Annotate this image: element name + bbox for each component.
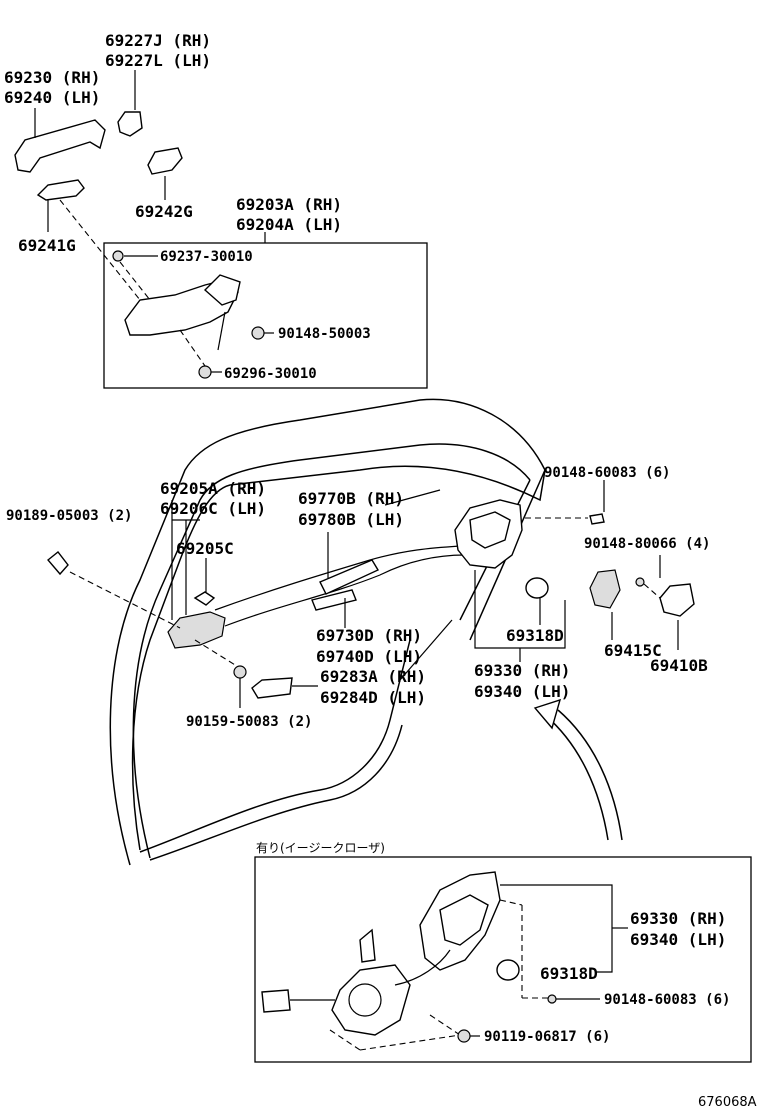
bushing (46, 551, 69, 576)
handle-pad (147, 147, 183, 175)
label-69340-inset-lh: 69340 (LH) (630, 930, 726, 949)
label-69296: 69296-30010 (224, 366, 317, 382)
detail-arrow (533, 698, 623, 841)
cover-bracket (251, 677, 293, 699)
closer-seal-ring (496, 959, 520, 981)
label-90148-60083-top: 90148-60083 (6) (544, 465, 670, 481)
label-69284-lh: 69284D (LH) (320, 688, 426, 707)
label-69770-rh: 69770B (RH) (298, 489, 404, 508)
inside-handle (167, 611, 226, 649)
label-90119: 90119-06817 (6) (484, 1029, 610, 1045)
label-69230-rh: 69230 (RH) (4, 68, 100, 87)
label-69410: 69410B (650, 656, 708, 675)
label-69241: 69241G (18, 236, 76, 255)
striker-group (589, 555, 695, 650)
easy-closer-assembly (261, 871, 628, 1051)
outside-handle-group (14, 70, 183, 301)
label-69330-top-rh: 69330 (RH) (474, 661, 570, 680)
label-69340-top-lh: 69340 (LH) (474, 682, 570, 701)
screw (589, 513, 605, 525)
door-lock-cables (214, 489, 466, 628)
label-90148-80066: 90148-80066 (4) (584, 536, 710, 552)
label-69415: 69415C (604, 641, 662, 660)
inside-handle-group (46, 500, 318, 708)
easy-closer-inset-box (254, 856, 752, 1063)
door-lock-assembly (399, 480, 605, 681)
label-69240-lh: 69240 (LH) (4, 88, 100, 107)
label-69318-inset: 69318D (540, 964, 598, 983)
handle-frame-assembly (112, 250, 274, 379)
inset-note: 有り(イージークローザ) (256, 841, 385, 855)
label-69205-rh: 69205A (RH) (160, 479, 266, 498)
label-69330-inset-rh: 69330 (RH) (630, 909, 726, 928)
handle-gasket (36, 179, 85, 201)
label-69204-lh: 69204A (LH) (236, 215, 342, 234)
label-69237: 69237-30010 (160, 249, 253, 265)
outside-handle (14, 119, 106, 173)
label-69283-rh: 69283A (RH) (320, 667, 426, 686)
label-69205c: 69205C (176, 539, 234, 558)
label-69227-rh: 69227J (RH) (105, 31, 211, 50)
label-69740-lh: 69740D (LH) (316, 647, 422, 666)
reference-code: 676068A (698, 1095, 757, 1110)
striker (659, 583, 695, 617)
label-69206-lh: 69206C (LH) (160, 499, 266, 518)
label-90159: 90159-50083 (2) (186, 714, 312, 730)
striker-cover (589, 569, 621, 609)
handle-cap (117, 111, 143, 137)
lock-seal-ring (525, 577, 549, 599)
label-90148-50003: 90148-50003 (278, 326, 371, 342)
label-69242: 69242G (135, 202, 193, 221)
label-69730-rh: 69730D (RH) (316, 626, 422, 645)
label-69318-top: 69318D (506, 626, 564, 645)
label-90148-60083-inset: 90148-60083 (6) (604, 992, 730, 1008)
label-69203-rh: 69203A (RH) (236, 195, 342, 214)
label-90189: 90189-05003 (2) (6, 508, 132, 524)
label-69227-lh: 69227L (LH) (105, 51, 211, 70)
label-69780-lh: 69780B (LH) (298, 510, 404, 529)
